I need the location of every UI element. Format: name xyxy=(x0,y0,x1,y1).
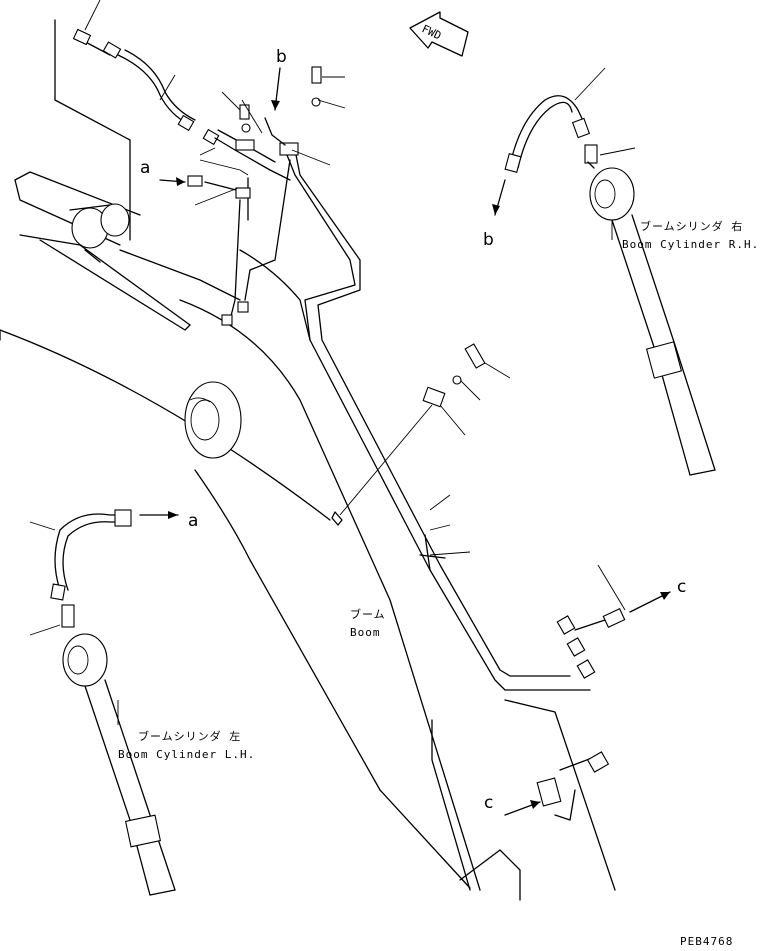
boom-outline xyxy=(0,249,616,901)
drawing-number: PEB4768 xyxy=(680,935,733,948)
cylinder-lh-label-jp: ブームシリンダ 左 xyxy=(138,729,241,743)
cylinder-rh-label-jp: ブームシリンダ 右 xyxy=(640,219,743,233)
mid-clamp xyxy=(331,343,486,526)
callout-b-right: b xyxy=(483,230,494,250)
callout-c-right: c xyxy=(677,577,686,597)
callout-c-lower: c xyxy=(484,793,493,813)
cylinder-lh-label-en: Boom Cylinder L.H. xyxy=(118,748,255,761)
boom-cylinder-rh xyxy=(504,95,716,476)
lower-fittings xyxy=(536,608,626,821)
callout-arrows xyxy=(139,67,671,816)
grease-tube-run xyxy=(284,149,591,691)
callout-a-upper: a xyxy=(140,158,150,178)
fwd-direction-marker: FWD xyxy=(409,11,469,57)
leader-lines xyxy=(29,0,636,725)
boom-pin-boss xyxy=(184,381,242,459)
arm-structure xyxy=(14,171,241,331)
clamps-upper xyxy=(187,66,322,326)
boom-label-jp: ブーム xyxy=(350,607,386,621)
boom-cylinder-lh xyxy=(50,509,176,896)
fwd-label: FWD xyxy=(420,22,444,42)
callout-a-lower: a xyxy=(188,511,198,531)
cylinder-rh-label-en: Boom Cylinder R.H. xyxy=(622,238,759,251)
callout-b-upper: b xyxy=(276,47,287,67)
boom-label-en: Boom xyxy=(350,626,381,639)
